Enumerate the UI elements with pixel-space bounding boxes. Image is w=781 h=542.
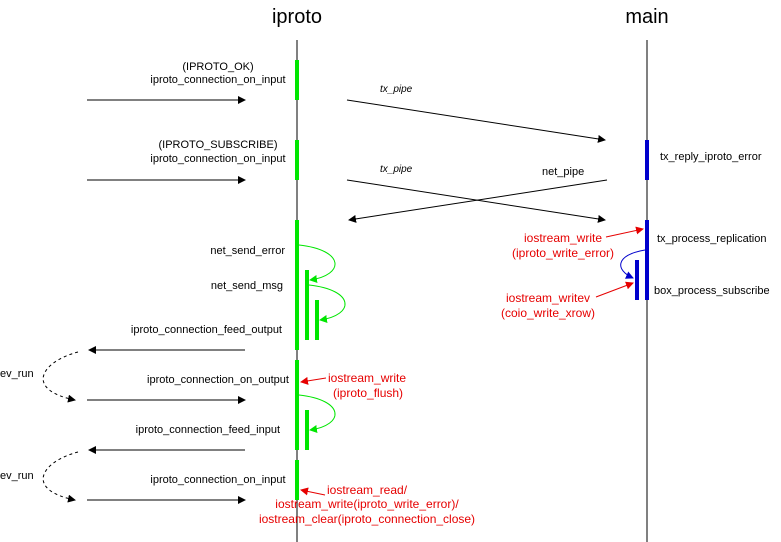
ev-run-label-2: ev_run — [0, 470, 34, 482]
net-pipe-label: net_pipe — [542, 166, 584, 178]
tx-reply-iproto-error-label: tx_reply_iproto_error — [660, 151, 762, 163]
coio-write-xrow-annotation: (coio_write_xrow) — [501, 306, 595, 320]
tx-pipe-label-1: tx_pipe — [380, 84, 413, 95]
ev-run-loop-1 — [42, 351, 79, 403]
net-send-error-label: net_send_error — [210, 245, 285, 257]
iostream-read-annotation: iostream_read/ — [327, 483, 408, 497]
iostream-write-annotation-1: iostream_write — [524, 231, 602, 245]
iproto-activation-5 — [295, 460, 299, 500]
net-send-error-call — [298, 244, 336, 283]
feed-input-label: iproto_connection_feed_input — [136, 424, 280, 436]
iostream-write-error-annotation: iostream_write(iproto_write_error)/ — [275, 497, 459, 511]
ev-run-loop-2 — [42, 451, 79, 503]
iproto-activation-4 — [295, 360, 299, 450]
iproto-ok-label: (IPROTO_OK) — [182, 61, 253, 73]
box-process-subscribe-call — [620, 249, 646, 279]
ev-run-label-1: ev_run — [0, 368, 34, 380]
iproto-lane-title: iproto — [272, 6, 322, 28]
iostream-write-arrow-2 — [300, 376, 327, 385]
iostream-read-arrow — [300, 487, 326, 496]
net-send-msg-activation — [305, 270, 309, 340]
box-process-subscribe-label: box_process_subscribe — [654, 285, 770, 297]
iproto-subscribe-label: (IPROTO_SUBSCRIBE) — [159, 139, 278, 151]
on-output-label: iproto_connection_on_output — [147, 374, 289, 386]
on-input-label-3: iproto_connection_on_input — [150, 474, 285, 486]
tx-process-replication-activation — [645, 220, 649, 300]
main-lane-title: main — [625, 6, 668, 28]
iostream-writev-annotation: iostream_writev — [506, 291, 590, 305]
iproto-activation-1 — [295, 60, 299, 100]
on-input-label-2: iproto_connection_on_input — [150, 153, 285, 165]
net-send-msg-call — [308, 284, 346, 323]
on-output-call — [298, 394, 336, 433]
iproto-write-error-annotation-1: (iproto_write_error) — [512, 246, 614, 260]
iostream-clear-annotation: iostream_clear(iproto_connection_close) — [259, 512, 475, 526]
net-send-msg-nested-activation — [315, 300, 319, 340]
iostream-writev-arrow — [595, 281, 634, 298]
iproto-activation-2 — [295, 140, 299, 180]
tx-process-replication-label: tx_process_replication — [657, 233, 766, 245]
iproto-flush-annotation: (iproto_flush) — [333, 386, 403, 400]
iproto-activation-3 — [295, 220, 299, 350]
tx-pipe-arrow-1 — [346, 99, 606, 143]
net-pipe-arrow — [348, 179, 608, 223]
iostream-write-annotation-2: iostream_write — [328, 371, 406, 385]
box-process-subscribe-activation — [635, 260, 639, 300]
on-input-label-1: iproto_connection_on_input — [150, 74, 285, 86]
tx-pipe-label-2: tx_pipe — [380, 164, 413, 175]
feed-input-activation — [305, 410, 309, 450]
iostream-write-arrow-1 — [605, 226, 644, 238]
tx-reply-iproto-error-activation — [645, 140, 649, 180]
feed-output-label: iproto_connection_feed_output — [131, 324, 282, 336]
net-send-msg-label: net_send_msg — [211, 280, 283, 292]
